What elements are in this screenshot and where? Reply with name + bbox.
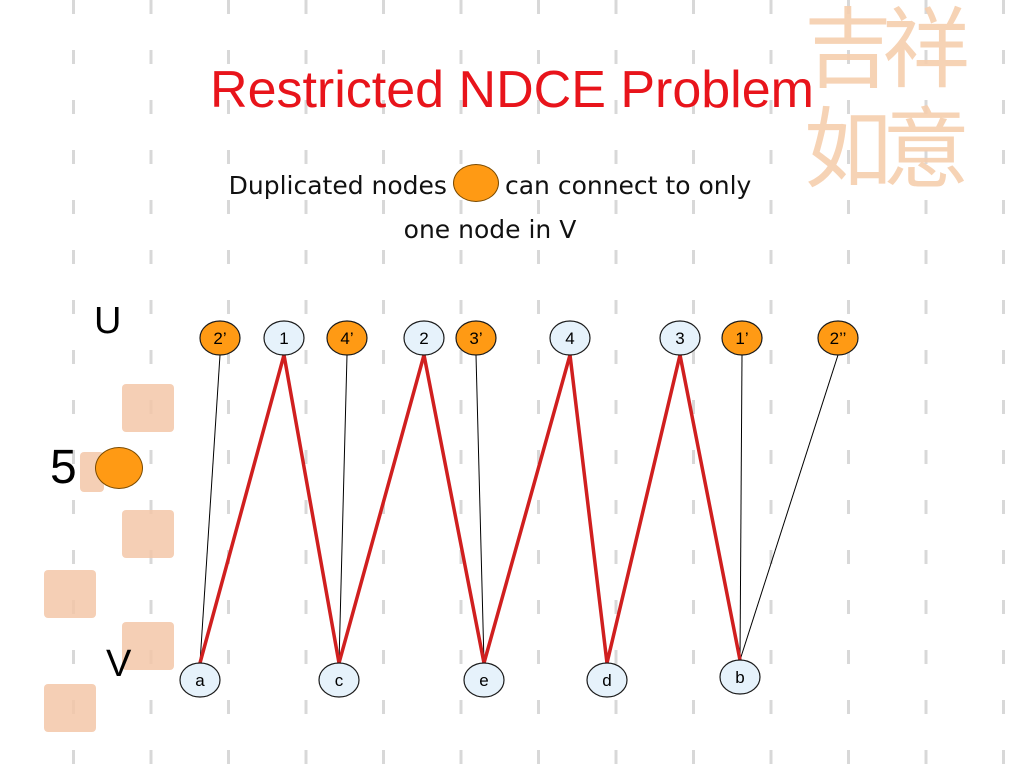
node-u2pp-label: 2’’ [830, 329, 847, 348]
node-u1-label: 1 [279, 329, 288, 348]
duplicate-node-legend-icon [452, 164, 499, 202]
subtitle-part1: Duplicated nodes [228, 171, 447, 200]
subtitle-line2: one node in V [403, 215, 577, 244]
node-vd-shape [586, 662, 628, 698]
node-u2p: 2’ [199, 320, 241, 356]
node-u4p-label: 4’ [340, 329, 353, 348]
node-u4-label: 4 [565, 329, 574, 348]
node-u3: 3 [659, 320, 701, 356]
set-v-label: V [106, 643, 132, 685]
thin-edge-u2p-va [199, 354, 221, 664]
subtitle-part2: can connect to only [504, 171, 752, 200]
thin-edge-u3p-ve [475, 354, 485, 664]
set-u-label: U [94, 300, 122, 342]
graph-nodes: 2’ 1 4’ 2 3’ 4 3 1’ 2’’ a c e d b [179, 320, 859, 698]
path-edge-vc-u2 [337, 353, 426, 665]
node-u2pp: 2’’ [817, 320, 859, 356]
node-u1p-shape [721, 320, 763, 356]
node-u1: 1 [263, 320, 305, 356]
thin-edge-u4p-vc [338, 354, 348, 664]
node-vd-label: d [602, 671, 611, 690]
node-vd: d [586, 662, 628, 698]
node-u3p-label: 3’ [469, 329, 482, 348]
slide-subtitle: Duplicated nodes can connect to only one … [150, 164, 830, 252]
path-edge-u1-vc [282, 353, 341, 665]
node-u2-label: 2 [419, 329, 428, 348]
node-u2p-label: 2’ [213, 329, 226, 348]
decorative-seal [122, 510, 174, 558]
node-u2p-shape [199, 320, 241, 356]
decorative-seal [44, 570, 96, 618]
path-edge-u4-vd [568, 353, 609, 665]
node-u2: 2 [403, 320, 445, 356]
node-vb-shape [719, 659, 761, 695]
path-edge-ve-u4 [482, 353, 572, 665]
node-u1-shape [263, 320, 305, 356]
node-vb-label: b [735, 668, 744, 687]
node-u3-label: 3 [675, 329, 684, 348]
node-u4-shape [549, 320, 591, 356]
path-edge-vd-u3 [605, 353, 682, 665]
path-edge-u3-vb [678, 353, 742, 662]
node-u4: 4 [549, 320, 591, 356]
node-u4p: 4’ [326, 320, 368, 356]
node-u2-shape [403, 320, 445, 356]
node-va: a [179, 662, 221, 698]
decorative-seal [122, 384, 174, 432]
duplicate-count-label: 5 [50, 441, 77, 494]
node-vb: b [719, 659, 761, 695]
node-u2pp-shape [817, 320, 859, 356]
node-ve-label: e [479, 671, 488, 690]
node-u4p-shape [326, 320, 368, 356]
node-u3-shape [659, 320, 701, 356]
node-va-label: a [195, 671, 205, 690]
thin-edge-u1p-vb [739, 354, 743, 661]
path-edge-va-u1 [198, 353, 286, 665]
node-vc: c [318, 662, 360, 698]
decorative-seal [44, 684, 96, 732]
thin-edges [199, 354, 839, 664]
node-u3p: 3’ [455, 320, 497, 356]
decorative-seal-large: 吉祥如意 [804, 0, 970, 201]
node-vc-shape [318, 662, 360, 698]
node-u1p-label: 1’ [735, 329, 748, 348]
node-ve-shape [463, 662, 505, 698]
path-edges [198, 353, 742, 665]
duplicate-count-node-icon [95, 447, 143, 489]
slide-title: Restricted NDCE Problem [210, 61, 814, 119]
node-u1p: 1’ [721, 320, 763, 356]
path-edge-u2-ve [422, 353, 486, 665]
thin-edge-u2pp-vb [739, 354, 839, 661]
node-u3p-shape [455, 320, 497, 356]
node-vc-label: c [335, 671, 344, 690]
node-ve: e [463, 662, 505, 698]
node-va-shape [179, 662, 221, 698]
decorative-seal [122, 622, 174, 670]
